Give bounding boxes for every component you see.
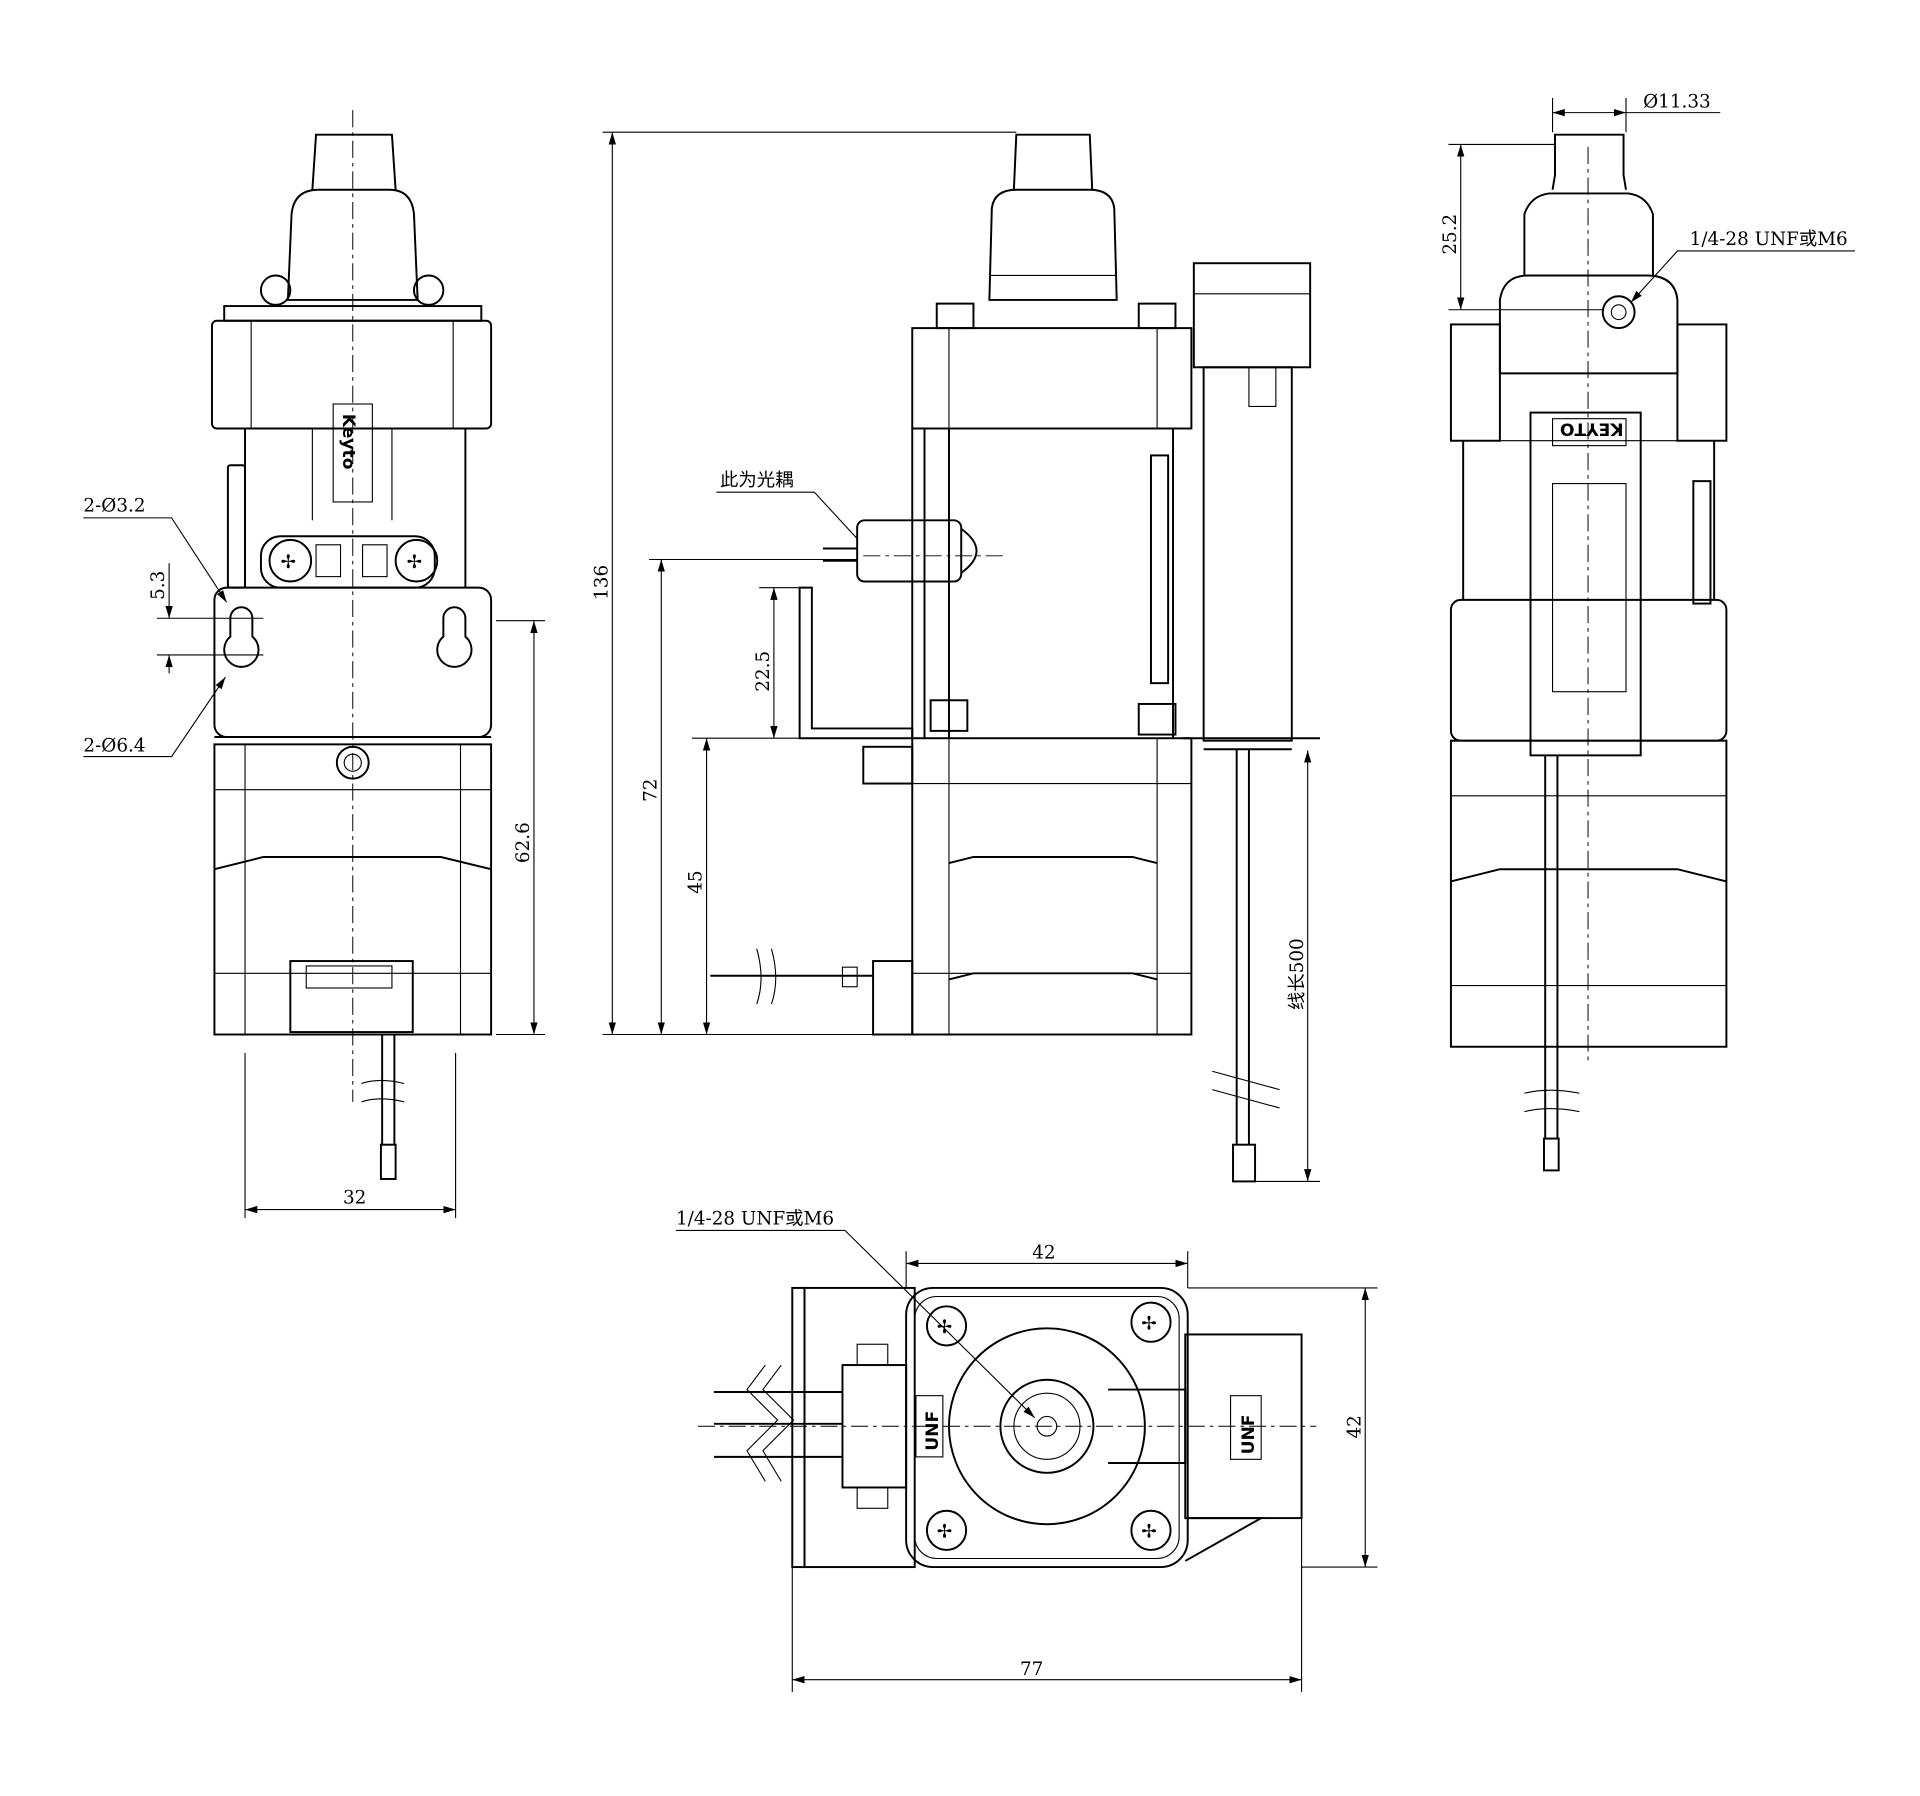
front-view: Keyto ✢ ✢ 32 62.6 5.3 2-Ø3.2 2-Ø6.4 <box>83 110 545 1219</box>
dim-total-height: 136 <box>591 565 612 600</box>
dim-width: 42 <box>1032 1243 1055 1264</box>
dim-motor-height: 45 <box>686 870 707 893</box>
dim-nozzle-height: 25.2 <box>1440 214 1461 255</box>
dim-wire-length: 线长500 <box>1287 938 1308 1010</box>
svg-text:✢: ✢ <box>1141 1314 1156 1335</box>
bottom-view: ✢ ✢ ✢ ✢ UNF UNF 42 42 77 1/4-28 UNF或M6 <box>675 1208 1378 1692</box>
side-view: 136 72 45 22.5 线长500 此为光耦 <box>591 131 1320 1183</box>
dim-slot-offset: 5.3 <box>148 571 169 600</box>
svg-text:✢: ✢ <box>937 1317 952 1338</box>
screw-icon: ✢ <box>407 552 422 573</box>
rear-thread-note: 1/4-28 UNF或M6 <box>1690 229 1848 250</box>
rear-logo: KEYTO <box>1560 419 1624 439</box>
dim-slot-spacing: 32 <box>343 1187 366 1208</box>
bottom-label-left: UNF <box>923 1411 943 1451</box>
front-logo: Keyto <box>338 414 358 470</box>
dim-optocoupler-height: 72 <box>640 779 661 802</box>
optocoupler-note: 此为光耦 <box>720 470 793 491</box>
dim-nozzle-dia: Ø11.33 <box>1643 92 1711 113</box>
dim-slot-large-dia: 2-Ø6.4 <box>83 736 145 757</box>
dim-bracket-height: 22.5 <box>753 651 774 692</box>
bottom-label-right: UNF <box>1239 1414 1259 1454</box>
screw-icon: ✢ <box>281 552 296 573</box>
rear-view: KEYTO Ø11.33 25.2 1/4-28 UNF或M6 <box>1440 92 1855 1172</box>
dim-slot-small-dia: 2-Ø3.2 <box>83 496 145 517</box>
dim-slot-height: 62.6 <box>513 822 534 863</box>
svg-text:✢: ✢ <box>937 1522 952 1543</box>
dim-total-length: 77 <box>1020 1659 1043 1680</box>
svg-text:✢: ✢ <box>1141 1522 1156 1543</box>
dim-depth: 42 <box>1344 1415 1365 1438</box>
bottom-thread-note: 1/4-28 UNF或M6 <box>676 1208 834 1229</box>
screw-icon: ✢ ✢ ✢ ✢ <box>925 1301 1172 1551</box>
